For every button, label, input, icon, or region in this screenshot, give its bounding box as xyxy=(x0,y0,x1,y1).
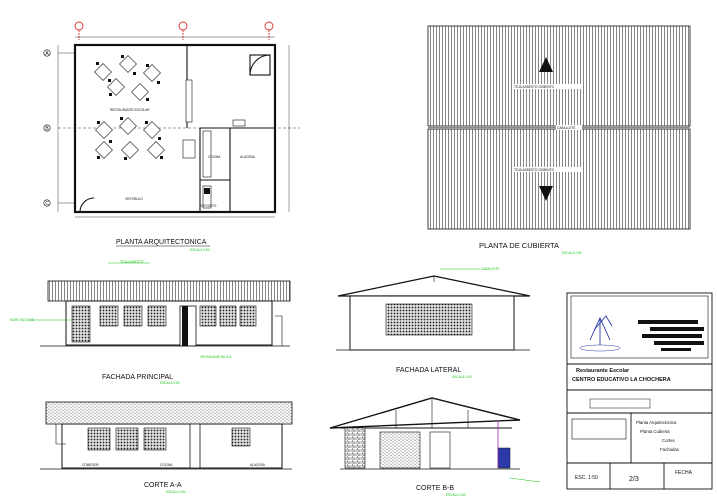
roof-plan: TEJA ASBESTO CEMENTO TEJA ASBESTO CEMENT… xyxy=(427,25,691,255)
axis-markers-left: A B C xyxy=(43,49,51,207)
svg-text:COMEDOR: COMEDOR xyxy=(82,463,99,467)
svg-text:DEPOSITO: DEPOSITO xyxy=(200,204,217,208)
sheet-number: 2/3 xyxy=(629,476,639,483)
axis-label-c: C xyxy=(45,201,49,207)
svg-text:VENTANA METALICA: VENTANA METALICA xyxy=(200,355,232,359)
axis-markers-top xyxy=(74,21,274,40)
svg-text:ALACENA: ALACENA xyxy=(250,463,266,467)
svg-text:CABALLETE: CABALLETE xyxy=(481,267,499,271)
redacted-marks xyxy=(638,320,704,351)
dimension-lines xyxy=(57,36,300,218)
section-aa-title: CORTE A-A xyxy=(144,482,182,489)
side-elevation: CABALLETE FACHADA LATERAL ESCALA 1:50 xyxy=(336,267,531,379)
svg-text:CABALLETE: CABALLETE xyxy=(557,126,575,130)
axis-label-b: B xyxy=(45,126,49,132)
front-elevation: MURO BLOQUE TEJA ASBESTO VENTANA METALIC… xyxy=(10,260,291,385)
svg-text:ESCALA 1:50: ESCALA 1:50 xyxy=(190,248,210,252)
kitchen-counters xyxy=(182,79,246,209)
svg-text:ALACENA: ALACENA xyxy=(240,155,256,159)
contents-item-2: Planta Cubierta xyxy=(640,429,670,434)
scale-label: ESC. 1:50 xyxy=(575,475,598,481)
project-line-2: CENTRO EDUCATIVO LA CHOCHERA xyxy=(572,377,671,383)
svg-text:COCINA: COCINA xyxy=(208,155,221,159)
slope-arrow-up-icon xyxy=(539,57,553,72)
svg-text:ESCALA 1:50: ESCALA 1:50 xyxy=(452,375,472,379)
date-label: FECHA xyxy=(675,470,693,476)
svg-text:TEJA ASBESTO CEMENTO: TEJA ASBESTO CEMENTO xyxy=(514,85,555,89)
svg-text:TEJA ASBESTO: TEJA ASBESTO xyxy=(120,260,144,264)
roof-plan-title: PLANTA DE CUBIERTA xyxy=(479,241,559,250)
svg-text:ESCALA 1:50: ESCALA 1:50 xyxy=(166,490,186,494)
svg-text:TEJA ASBESTO CEMENTO: TEJA ASBESTO CEMENTO xyxy=(514,168,555,172)
svg-text:MURO BLOQUE: MURO BLOQUE xyxy=(10,318,34,322)
title-block xyxy=(566,292,713,490)
section-bb-title: CORTE B-B xyxy=(416,485,454,492)
slope-arrow-down-icon xyxy=(539,186,553,201)
institution-logo xyxy=(579,315,621,352)
axis-label-a: A xyxy=(45,51,49,57)
svg-text:ESCALA 1:50: ESCALA 1:50 xyxy=(562,251,582,255)
svg-text:VESTIBULO: VESTIBULO xyxy=(125,197,143,201)
front-elevation-title: FACHADA PRINCIPAL xyxy=(102,374,173,381)
floor-plan-title: PLANTA ARQUITECTONICA xyxy=(116,239,207,246)
svg-text:RESTAURANTE ESCOLAR: RESTAURANTE ESCOLAR xyxy=(110,108,150,112)
dining-tables xyxy=(94,55,165,159)
contents-item-4: Fachadas xyxy=(660,447,679,452)
section-a-a: COMEDOR COCINA ALACENA CORTE A-A ESCALA … xyxy=(40,401,293,494)
contents-item-1: Planta Arquitectonica xyxy=(636,420,677,425)
project-line-1: Restaurante Escolar xyxy=(576,368,630,374)
floor-plan: A B C xyxy=(43,21,300,252)
svg-text:ESCALA 1:50: ESCALA 1:50 xyxy=(160,381,180,385)
svg-text:ESCALA 1:50: ESCALA 1:50 xyxy=(446,493,466,497)
contents-item-3: Cortes xyxy=(662,438,675,443)
section-b-b: CORTE B-B ESCALA 1:50 xyxy=(329,397,541,497)
svg-text:COCINA: COCINA xyxy=(160,463,173,467)
side-elevation-title: FACHADA LATERAL xyxy=(396,367,461,374)
